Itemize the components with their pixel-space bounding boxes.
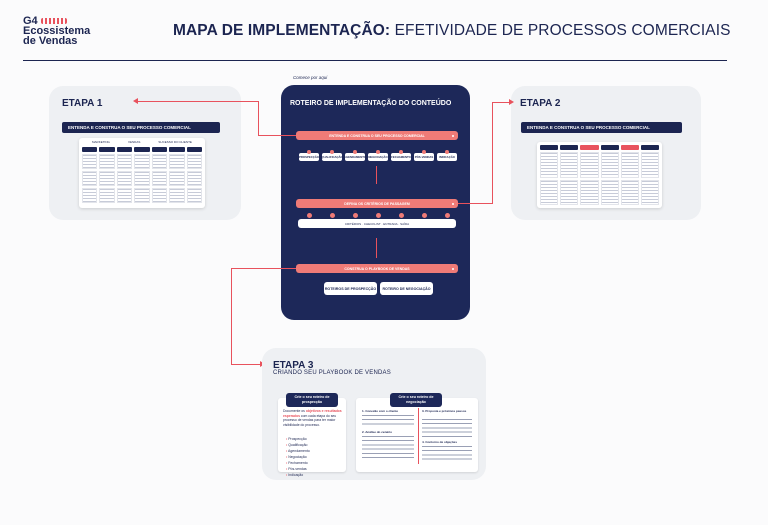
node-icon <box>307 213 312 218</box>
list-item: Agendamento <box>286 448 310 454</box>
list-item: Prospecção <box>286 436 310 442</box>
prospeccao-card-desc: Documente os objetivos e resultados espe… <box>283 409 342 427</box>
text-lines <box>362 436 414 460</box>
logo-line-1: G4 <box>23 15 38 27</box>
roadmap-step-2[interactable]: DEFINA OS CRITÉRIOS DE PASSAGEM <box>296 199 458 208</box>
chip-fechamento[interactable]: FECHAMENTO <box>391 150 411 161</box>
chip-pos-vendas[interactable]: PÓS-VENDAS <box>414 150 434 161</box>
etapa1-thumbnail[interactable]: MARKETING VENDAS SUCESSO DO CLIENTE <box>79 138 205 208</box>
negociacao-sec-1: 1. Conexão com o cliente <box>362 409 399 413</box>
chip-prospeccao[interactable]: PROSPECÇÃO <box>299 150 319 161</box>
title-bold: MAPA DE IMPLEMENTAÇÃO: <box>173 22 391 39</box>
chevron-icon <box>452 134 454 137</box>
connector-etapa2-h2 <box>492 102 510 103</box>
chevron-icon <box>452 267 454 270</box>
node-icon <box>422 213 427 218</box>
negociacao-sec-4: 4. Contorno de objeções <box>422 440 458 444</box>
start-hint: Comece por aqui <box>293 75 328 80</box>
tag-icon <box>307 150 311 154</box>
etapa2-label: ETAPA 2 <box>520 98 561 109</box>
etapa2-bar: ENTENDA E CONSTRUA O SEU PROCESSO COMERC… <box>521 122 682 133</box>
etapa1-col-header-2: VENDAS <box>127 140 141 144</box>
text-lines <box>422 419 472 437</box>
header-divider <box>23 60 727 61</box>
chevron-icon <box>452 202 454 205</box>
roadmap-step-1[interactable]: ENTENDA E CONSTRUA O SEU PROCESSO COMERC… <box>296 131 458 140</box>
tag-icon <box>376 150 380 154</box>
chip-qualificacao[interactable]: QUALIFICAÇÃO <box>321 150 343 161</box>
etapa1-bar: ENTENDA E CONSTRUA O SEU PROCESSO COMERC… <box>62 122 220 133</box>
chip-agendamento[interactable]: AGENDAMENTO <box>344 150 366 161</box>
list-item: Indicação <box>286 472 310 478</box>
tag-icon <box>445 150 449 154</box>
connector-etapa3-v <box>231 268 232 365</box>
logo-line-3: de Vendas <box>23 35 78 47</box>
node-icon <box>330 213 335 218</box>
roadmap-title: ROTEIRO DE IMPLEMENTAÇÃO DO CONTEÚDO <box>290 100 452 107</box>
tag-icon <box>330 150 334 154</box>
etapa2-thumbnail[interactable] <box>537 142 662 208</box>
connector-etapa1-v <box>258 101 259 136</box>
etapa3-label: ETAPA 3 <box>273 360 314 371</box>
arrow-right-icon <box>509 99 514 105</box>
flow-line-2 <box>376 238 377 258</box>
connector-etapa2-h <box>458 203 492 204</box>
list-item: Pós-vendas <box>286 466 310 472</box>
etapa1-col-header-1: MARKETING <box>92 140 110 144</box>
connector-etapa2-v <box>492 102 493 204</box>
text-lines <box>362 415 414 427</box>
chip-negociacao[interactable]: NEGOCIAÇÃO <box>368 150 388 161</box>
logo-line-2: Ecossistema <box>23 25 91 37</box>
card-divider <box>418 408 419 464</box>
prospeccao-card-header: Crie o seu roteiro de prospecção <box>286 393 338 407</box>
prospeccao-script-button[interactable]: ROTEIROS DE PROSPECÇÃO <box>324 282 377 295</box>
etapa3-subtitle: CRIANDO SEU PLAYBOOK DE VENDAS <box>273 370 391 376</box>
text-lines <box>422 446 472 462</box>
negociacao-card-header: Crie o seu roteiro de negociação <box>390 393 442 407</box>
tag-icon <box>422 150 426 154</box>
title-light: EFETIVIDADE DE PROCESSOS COMERCIAIS <box>390 22 731 39</box>
flow-line-1 <box>376 166 377 184</box>
node-icon <box>353 213 358 218</box>
chip-indicacao[interactable]: INDICAÇÃO <box>437 150 457 161</box>
connector-etapa3-h2 <box>231 364 261 365</box>
node-icon <box>445 213 450 218</box>
brand-logo: G4 Ecossistema de Vendas <box>23 15 91 47</box>
tag-icon <box>399 150 403 154</box>
list-item: Qualificação <box>286 442 310 448</box>
logo-wave-icon <box>40 18 67 24</box>
etapa1-col-header-3: SUCESSO DO CLIENTE <box>158 140 192 144</box>
list-item: Fechamento <box>286 460 310 466</box>
list-item: Negociação <box>286 454 310 460</box>
arrow-left-icon <box>133 98 138 104</box>
page-title: MAPA DE IMPLEMENTAÇÃO: EFETIVIDADE DE PR… <box>173 22 731 40</box>
criteria-row[interactable]: CRITÉRIOS · CHECKLIST · ENTRADA · SAÍDA <box>298 219 456 228</box>
connector-etapa1-h <box>136 101 258 102</box>
negociacao-script-button[interactable]: ROTEIRO DE NEGOCIAÇÃO <box>380 282 433 295</box>
connector-etapa1-h2 <box>258 135 296 136</box>
tag-icon <box>353 150 357 154</box>
stage-list: Prospecção Qualificação Agendamento Nego… <box>286 436 310 478</box>
negociacao-sec-2: 2. Análise do cenário <box>362 430 392 434</box>
negociacao-sec-3: 3. Proposta e próximos passos <box>422 409 467 413</box>
roadmap-step-3[interactable]: CONSTRUA O PLAYBOOK DE VENDAS <box>296 264 458 273</box>
node-icon <box>399 213 404 218</box>
node-icon <box>376 213 381 218</box>
etapa1-label: ETAPA 1 <box>62 98 103 109</box>
connector-etapa3-h <box>231 268 296 269</box>
